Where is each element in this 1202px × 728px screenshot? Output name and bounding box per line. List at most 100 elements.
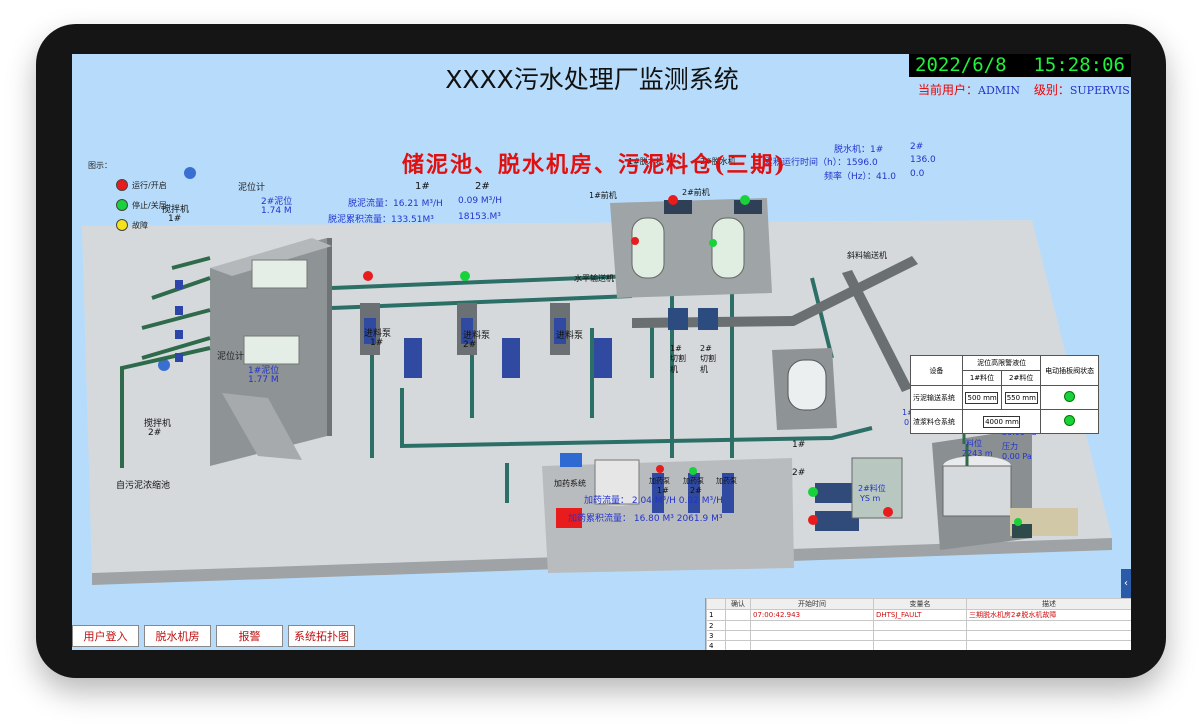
app-title: XXXX污水处理厂监测系统 [445, 65, 739, 94]
feeder-2-status [808, 515, 818, 525]
legend-run-icon [116, 179, 128, 191]
legend-stop-label: 停止/关层 [132, 200, 167, 210]
side-collapse-tab[interactable]: ‹ [1121, 569, 1131, 599]
status-row-1-valve-led [1064, 391, 1076, 402]
dewater-machine-2-label: 2#脱水机 [700, 157, 736, 166]
dose-pump-2-status [689, 467, 697, 475]
dose-flow: 加药流量： 2.04 M³/H 0.02 M³/H [584, 496, 723, 506]
sludge-total-1: 脱泥累积流量：133.51M³ [328, 215, 434, 225]
feeder-1 [815, 483, 859, 503]
truck-status [1014, 518, 1022, 526]
feeder-1-number: 1# [792, 440, 806, 450]
alarm-row[interactable]: 3 [706, 630, 1131, 641]
dosing-system-label: 加药系统 [554, 479, 586, 488]
incline-conveyor [842, 270, 912, 392]
level-value: SUPERVIS [1069, 84, 1130, 97]
intake-tank-label: 自污泥浓缩池 [116, 481, 171, 491]
sludge-flow-2: 0.09 M³/H [458, 196, 503, 206]
status-row-2-level-input[interactable]: 4000 mm [983, 415, 1021, 428]
time-display: 15:28:06 [1033, 54, 1125, 76]
legend-fault-label: 故障 [132, 220, 148, 230]
status-row-1-level-1-input[interactable]: 500 mm [965, 391, 999, 404]
alarm-list: 确认 开始时间 变量名 描述 1 07:00:42.943 DHTSJ_FAUL… [705, 598, 1131, 650]
user-label: 当前用户： [918, 83, 979, 97]
mixer-1-motor [184, 167, 196, 179]
status-row-2-valve-led [1064, 415, 1076, 426]
mixer-1-label: 搅拌机 [162, 205, 190, 215]
feed-pump-1-label: 进料泵 [364, 329, 392, 339]
alarm-row[interactable]: 2 [706, 620, 1131, 631]
legend-run-label: 运行/开启 [132, 180, 167, 190]
clock-display: 2022/6/8 15:28:06 [909, 54, 1131, 77]
feed-pump-2-label: 进料泵 [463, 331, 491, 341]
feed-pump-3-label: 进料泵 [556, 331, 584, 341]
cutter-1-label: 1# 切割机 [670, 344, 686, 374]
silo-level-2-value: YS m [860, 494, 881, 503]
run-time-1: 累积运行时间（h）：1596.0 [764, 158, 878, 168]
login-button[interactable]: 用户登入 [72, 625, 139, 647]
dewater-machine-2 [711, 217, 745, 279]
user-value: ADMIN [978, 84, 1021, 97]
dose-pump-1-status [656, 465, 664, 473]
press-1-label: 1#前机 [589, 191, 617, 200]
user-info: 当前用户：ADMIN 级别：SUPERVIS [918, 81, 1130, 98]
level-1-value: 1.74 M [261, 206, 292, 216]
column-1-label: 1# [415, 181, 430, 192]
alarm-row[interactable]: 1 07:00:42.943 DHTSJ_FAULT 三期脱水机房2#脱水机故障 [706, 609, 1131, 621]
level-2-value: 1.77 M [248, 375, 279, 385]
feed-pump-1-number: 1# [370, 338, 384, 348]
level-meter-2-label: 泥位计 [217, 352, 245, 362]
run-time-2: 136.0 [910, 155, 936, 165]
alarm-header-ack: 确认 [725, 598, 751, 610]
legend-fault-icon [116, 219, 128, 231]
press-1-status [631, 237, 639, 245]
dosing-unit [556, 508, 582, 528]
date-display: 2022/6/8 [915, 54, 1007, 76]
topology-button[interactable]: 系统拓扑图 [288, 625, 355, 647]
sludge-total-2: 18153.M³ [458, 212, 501, 222]
silo-hopper [851, 457, 903, 519]
alarm-row[interactable]: 4 [706, 640, 1131, 650]
alarm-button[interactable]: 报警 [216, 625, 283, 647]
press-2-label: 2#前机 [682, 188, 710, 197]
scada-screen: XXXX污水处理厂监测系统 2022/6/8 15:28:06 当前用户：ADM… [72, 54, 1131, 650]
interlock-status-table: 设备 泥位高限警液位 电动插板阀状态 1#料位 2#料位 污泥输送系统 500 … [910, 355, 1099, 434]
status-row-2-name: 渣浆料仓系统 [910, 409, 963, 434]
feeder-2-number: 2# [792, 468, 806, 478]
silo-level-label: 料位 [966, 439, 982, 448]
press-2-status [709, 239, 717, 247]
status-header-device: 设备 [910, 355, 963, 386]
feed-pump-1-status [363, 271, 373, 281]
dewater-header-2: 2# [910, 142, 924, 152]
legend-title: 图示： [88, 161, 112, 170]
dose-pump-2-number: 2# [690, 486, 702, 495]
legend-stop-icon [116, 199, 128, 211]
top-bar: XXXX污水处理厂监测系统 2022/6/8 15:28:06 当前用户：ADM… [72, 54, 1131, 98]
freq-2: 0.0 [910, 169, 925, 179]
dewater-room-button[interactable]: 脱水机房 [144, 625, 211, 647]
feed-pump-group [360, 303, 612, 378]
dewater-machine-1 [631, 217, 665, 279]
silo-tank [942, 465, 1012, 517]
dose-pump-1-label: 加药泵 [649, 477, 670, 485]
alarm-header-var: 变量名 [873, 598, 967, 610]
process-canvas: 1# 2# 脱泥流量：16.21 M³/H 0.09 M³/H 脱泥累积流量：1… [72, 98, 1131, 598]
bottom-bar: 用户登入 脱水机房 报警 系统拓扑图 确认 开始时间 变量名 描述 1 07:0… [72, 598, 1131, 650]
dewater-header-1: 脱水机：1# [834, 145, 884, 155]
page-title: 储泥池、脱水机房、污泥料仓(三期) [402, 152, 787, 178]
pressure-label: 压力 [1002, 442, 1018, 451]
freq-1: 频率（Hz）：41.0 [824, 172, 897, 182]
horizontal-conveyor-label: 水平输送机 [574, 274, 614, 283]
status-row-1-level-2-input[interactable]: 550 mm [1004, 391, 1038, 404]
alarm-header-index [706, 598, 726, 610]
alarm-row-desc: 三期脱水机房2#脱水机故障 [966, 609, 1131, 621]
feeder-1-status [808, 487, 818, 497]
stairs [222, 393, 302, 460]
level-1-label: 2#泥位 [261, 197, 293, 207]
dewater-machine-1-label: 1#脱水机 [628, 157, 664, 166]
dose-total: 加药累积流量： 16.80 M³ 2061.9 M³ [568, 514, 723, 524]
level-2-label: 1#泥位 [248, 366, 280, 376]
alarm-row-time: 07:00:42.943 [750, 609, 874, 621]
mixer-2-label: 搅拌机 [144, 419, 172, 429]
dewater-1-status [668, 195, 678, 205]
